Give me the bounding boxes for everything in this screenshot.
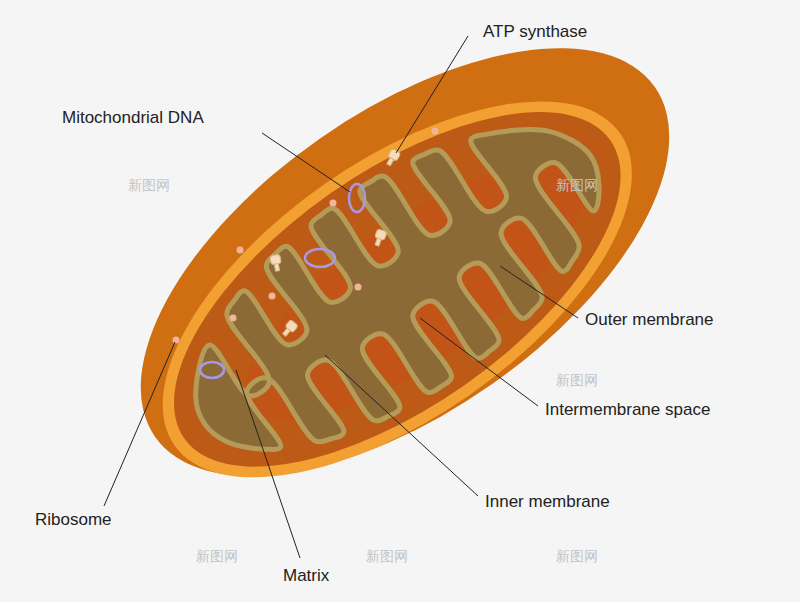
atp-synthase-symbol bbox=[372, 229, 387, 247]
ribosome-dot bbox=[230, 315, 237, 322]
watermark: 新图网 bbox=[556, 177, 598, 194]
atp-synthase-symbol bbox=[270, 254, 283, 271]
dna-loop bbox=[305, 249, 335, 267]
outer-body bbox=[69, 0, 741, 560]
ribosome-dot bbox=[173, 337, 180, 344]
watermark: 新图网 bbox=[196, 548, 238, 565]
part-label: Ribosome bbox=[35, 510, 112, 530]
part-label: Matrix bbox=[283, 566, 329, 586]
ribosome-dot bbox=[355, 284, 362, 291]
leader-line bbox=[104, 342, 175, 506]
ribosome-dot bbox=[269, 293, 276, 300]
watermark: 新图网 bbox=[128, 177, 170, 194]
mitochondrion-body bbox=[69, 0, 741, 560]
part-label: ATP synthase bbox=[483, 22, 587, 42]
atp-synthases bbox=[270, 148, 401, 338]
ribosomes bbox=[173, 128, 439, 344]
leader-line bbox=[236, 370, 300, 558]
leader-line bbox=[325, 355, 478, 496]
watermark: 新图网 bbox=[366, 548, 408, 565]
ribosome-dot bbox=[432, 128, 439, 135]
ribosome-dot bbox=[330, 200, 337, 207]
dna-loops bbox=[200, 184, 365, 378]
watermark: 新图网 bbox=[556, 372, 598, 389]
part-label: Mitochondrial DNA bbox=[62, 108, 204, 128]
leader-line bbox=[500, 266, 578, 318]
ribosome-dot bbox=[237, 247, 244, 254]
dna-loop bbox=[200, 362, 224, 378]
watermark: 新图网 bbox=[556, 548, 598, 565]
dna-loop bbox=[349, 184, 365, 212]
leader-line bbox=[420, 318, 538, 406]
part-label: Outer membrane bbox=[585, 310, 714, 330]
inner-membrane-group bbox=[144, 68, 650, 510]
atp-synthase-symbol bbox=[384, 148, 401, 167]
leader-line bbox=[396, 36, 468, 153]
leader-line bbox=[262, 133, 350, 192]
outer-membrane-rim bbox=[101, 28, 693, 550]
atp-synthase-symbol bbox=[280, 319, 298, 338]
part-label: Intermembrane space bbox=[545, 400, 710, 420]
part-label: Inner membrane bbox=[485, 492, 610, 512]
inner-membrane bbox=[144, 68, 650, 510]
